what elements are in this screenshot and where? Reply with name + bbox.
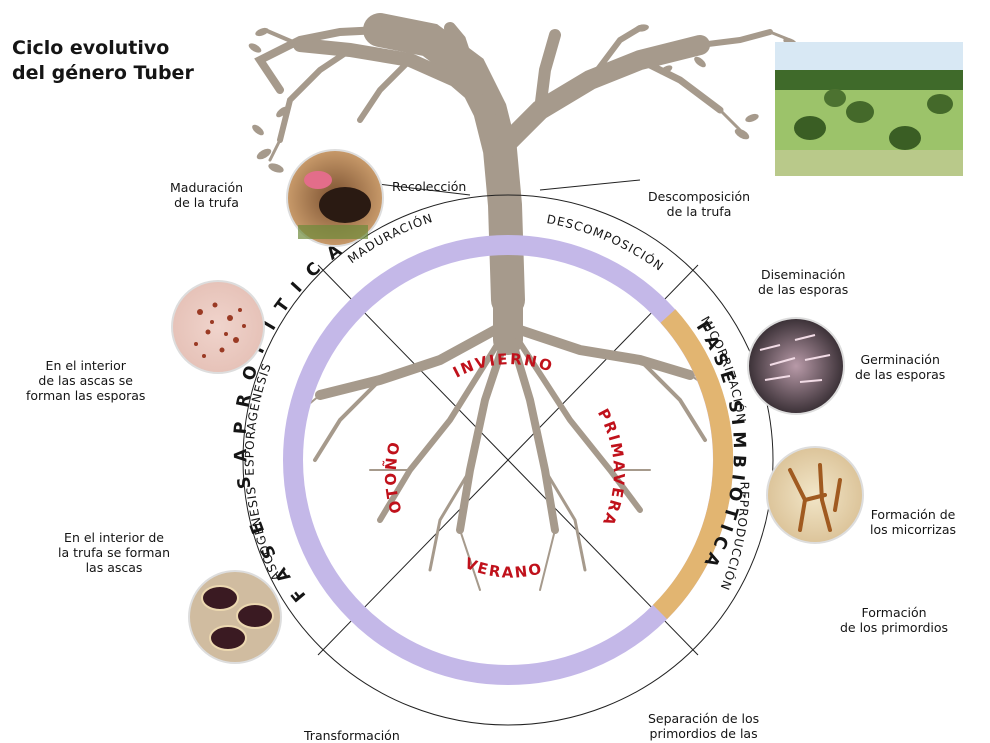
season-autumn: OTOÑO (381, 439, 406, 516)
tree (254, 13, 792, 317)
symbiotic-ring (652, 309, 734, 620)
roots (289, 275, 721, 591)
outer-ring (242, 194, 774, 726)
label-transformation: Transformación (304, 728, 400, 743)
label-harvest: Recolección (392, 179, 467, 194)
diagram-title: Ciclo evolutivo del género Tuber (12, 37, 194, 84)
photo-spores-in-asci (171, 280, 265, 374)
season-spring: PRIMAVERA (594, 406, 628, 530)
photo-mycorrhiza-formation (766, 446, 864, 544)
oak-grove-photo (775, 42, 963, 176)
photo-spore-germination (747, 317, 845, 415)
season-summer: VERANO (462, 554, 545, 582)
photo-asci-in-truffle (188, 570, 282, 664)
photo-mature-truffle (286, 149, 384, 247)
